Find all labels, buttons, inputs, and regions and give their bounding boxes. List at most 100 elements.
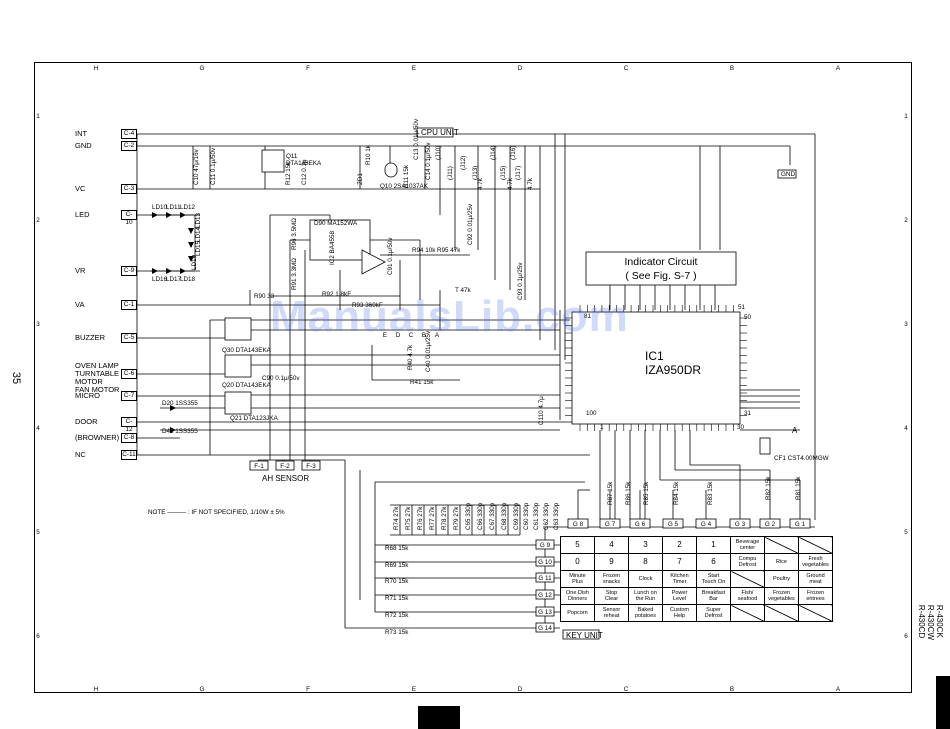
component-label: R75 27k xyxy=(405,506,412,530)
component-label: R68 15k xyxy=(385,545,409,552)
connector-c-2: C-2 xyxy=(121,141,137,151)
component-symbols xyxy=(224,127,797,640)
grid-left-5: 5 xyxy=(36,529,40,536)
key-cell: 5 xyxy=(560,536,595,554)
connector-label: VA xyxy=(75,300,85,309)
connector-label: GND xyxy=(75,141,92,150)
g-col-pin-label: G 6 xyxy=(635,521,646,528)
component-label: R79 27k xyxy=(453,506,460,530)
component-label: C92 0.01μ/25v xyxy=(467,203,474,245)
a-label: A xyxy=(792,426,798,435)
grid-top-F: F xyxy=(306,65,310,72)
connector-label: BUZZER xyxy=(75,333,105,342)
key-cell: Poultry xyxy=(764,570,799,588)
grid-bottom-B: B xyxy=(730,686,734,693)
component-label: C65 330p xyxy=(465,502,472,530)
connector-c-9: C-9 xyxy=(121,266,137,276)
key-cell xyxy=(798,536,833,554)
grid-top-A: A xyxy=(836,65,841,72)
g-row-pin-box xyxy=(535,539,555,550)
component-label: R81 15k xyxy=(795,476,802,500)
component-label: C93 0.1μ/25v xyxy=(517,262,524,300)
ed-label-B: B xyxy=(422,332,426,339)
component-label: (J12) xyxy=(460,156,467,170)
key-cell: 9 xyxy=(594,553,629,571)
grid-right-2: 2 xyxy=(904,217,908,224)
connector-c-4: C-4 xyxy=(121,129,137,139)
component-label: LD14 xyxy=(195,226,202,242)
component-label: R11 15k xyxy=(403,164,410,188)
component-label: R82 15k xyxy=(765,476,772,500)
g-row-pin-box xyxy=(535,622,555,633)
connector-label: TURNTABLE xyxy=(75,369,120,378)
component-label: LD13 xyxy=(195,212,202,228)
component-label: C67 330p xyxy=(489,502,496,530)
component-label: D20 1SS355 xyxy=(162,400,198,407)
key-cell: 3 xyxy=(628,536,663,554)
key-cell: 8 xyxy=(628,553,663,571)
ic1-pin-1: 1 xyxy=(600,424,604,431)
component-label: IC2 BA4558 xyxy=(329,231,336,265)
grid-bottom-G: G xyxy=(200,686,205,693)
connector-label: NC xyxy=(75,450,86,459)
component-label: LD11 xyxy=(166,204,181,211)
connector-c-11: C-11 xyxy=(121,450,137,460)
note-label: NOTE ——— : IF NOT SPECIFIED, 1/10W ± 5% xyxy=(148,509,285,516)
component-label: R87 15k xyxy=(607,481,614,505)
connector-c-5: C-5 xyxy=(121,333,137,343)
grid-top-G: G xyxy=(200,65,205,72)
cpu-unit-label: CPU UNIT xyxy=(421,128,459,137)
wires xyxy=(136,133,816,629)
component-label: C91 0.1μ/50v xyxy=(387,237,394,275)
g-row-pin-label: G 11 xyxy=(538,575,552,582)
component-label: (J10) xyxy=(435,146,442,160)
component-label: C63 330p xyxy=(553,502,560,530)
component-label: R78 27k xyxy=(441,506,448,530)
connector-c-6: C-6 xyxy=(121,369,137,379)
key-cell xyxy=(764,536,799,554)
ic1-name: IC1 xyxy=(645,349,664,363)
component-label: C40 0.01μ/25v xyxy=(425,330,432,372)
connector-c-12: C-12 xyxy=(121,417,137,433)
component-label: R74 27k xyxy=(393,506,400,530)
component-label: R83 15k xyxy=(707,481,714,505)
f-pin-label: F-2 xyxy=(280,463,290,470)
component-label: LD18 xyxy=(180,276,196,283)
component-label: (J11) xyxy=(447,166,454,180)
component-label: R10 1k xyxy=(365,144,372,165)
schematic-frame xyxy=(34,62,912,693)
connector-label: FAN MOTOR xyxy=(75,385,120,394)
connector-c-8: C-8 xyxy=(121,433,137,443)
g-row-pins: G 9G 10G 11G 12G 13G 14 xyxy=(535,539,555,633)
component-label: R71 15k xyxy=(385,595,409,602)
component-label: ZD1 xyxy=(357,173,364,185)
component-label: Q21 DTA123JKA xyxy=(230,415,279,422)
component-label: R40 4.7k xyxy=(407,344,414,370)
component-label: R92 1.8kF xyxy=(322,291,351,298)
g-col-pin-label: G 2 xyxy=(765,521,776,528)
ic1-part: IZA950DR xyxy=(645,363,701,377)
component-label: R41 15k xyxy=(410,379,434,386)
key-cell: 4 xyxy=(594,536,629,554)
connector-label: VC xyxy=(75,184,86,193)
g-col-pin-label: G 1 xyxy=(795,521,806,528)
component-label: Q10 2SA1037AK xyxy=(380,183,429,190)
ic1-pin-51: 51 xyxy=(738,304,746,311)
grid-top-D: D xyxy=(518,65,523,72)
connector-label: DOOR xyxy=(75,417,98,426)
component-label: DTA143EKA xyxy=(286,160,322,167)
component-label: LD19 xyxy=(191,254,198,270)
